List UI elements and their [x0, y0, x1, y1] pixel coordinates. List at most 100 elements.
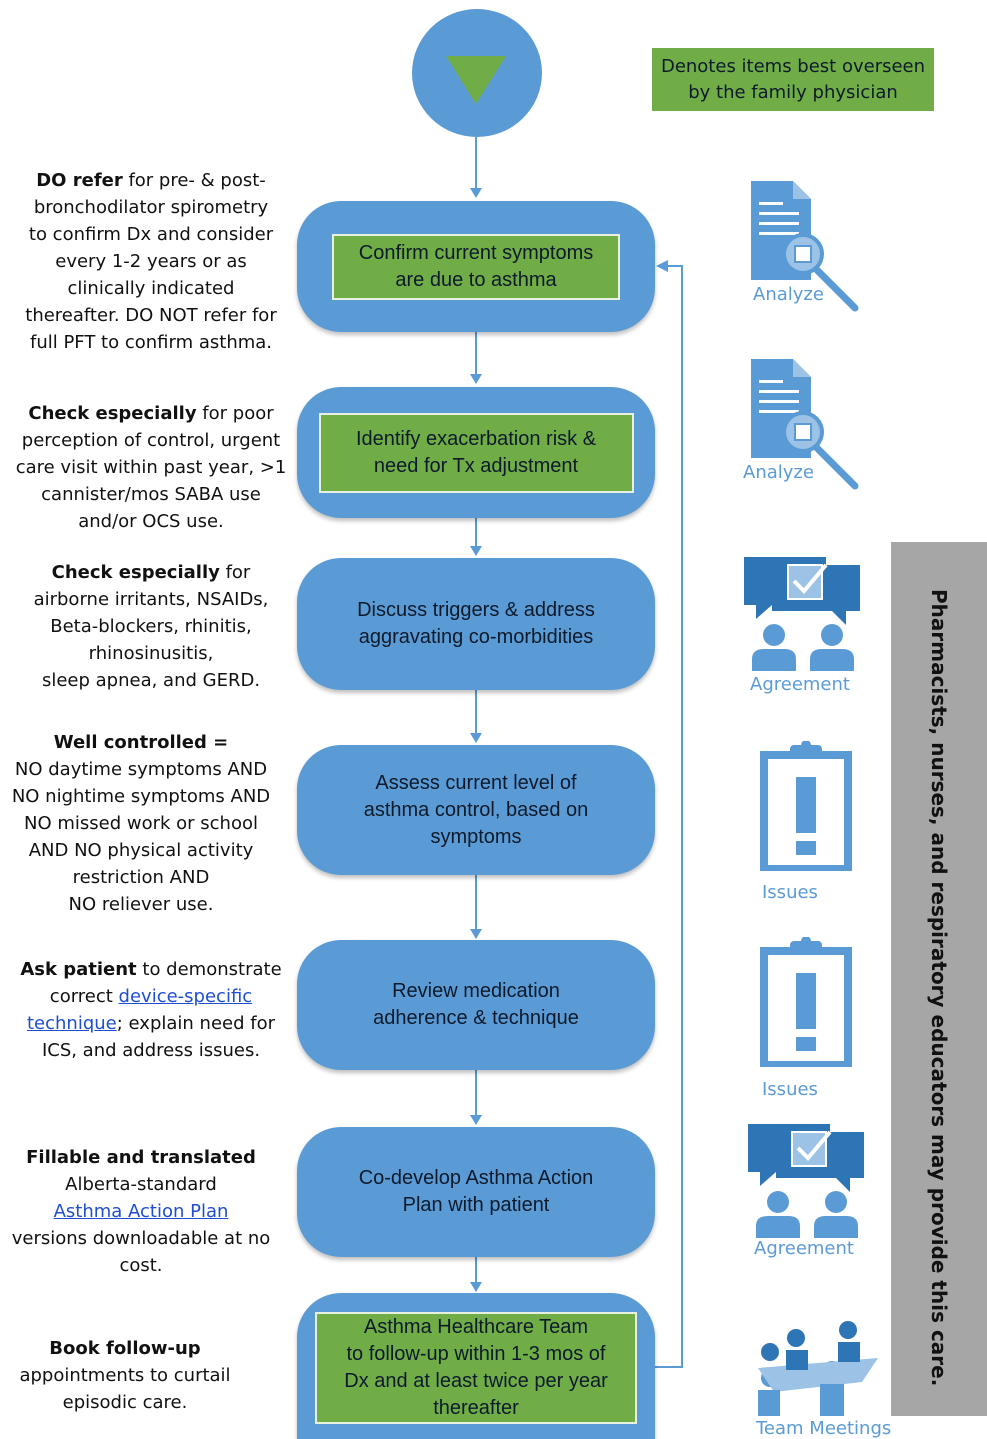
legend-text-line2: by the family physician — [688, 81, 898, 103]
side-banner: Pharmacists, nurses, and respiratory edu… — [891, 542, 987, 1416]
note-line: for poor — [196, 403, 274, 424]
step-label: Confirm current symptoms — [358, 241, 594, 264]
note-line: and/or OCS use. — [78, 511, 224, 532]
step-follow-up: Asthma Healthcare Team to follow-up with… — [297, 1293, 655, 1439]
note-line: NO nightime symptoms AND — [11, 786, 271, 807]
step-label: symptoms — [430, 825, 522, 848]
icon-label: Analyze — [743, 462, 814, 483]
note-line: versions downloadable at no — [11, 1228, 271, 1249]
icon-label: Team Meetings — [756, 1418, 892, 1439]
device-technique-link[interactable]: technique — [26, 1013, 117, 1034]
note-line: NO reliever use. — [68, 894, 214, 915]
note-bold: Book follow-up — [49, 1338, 201, 1359]
legend-text-line1: Denotes items best overseen — [660, 55, 926, 77]
step-label: Review medication — [392, 980, 560, 1002]
note-line: restriction AND — [72, 867, 210, 888]
step-label: are due to asthma — [395, 268, 557, 291]
start-circle — [412, 9, 542, 137]
arrow-down-icon — [470, 546, 482, 556]
analyze-icon — [751, 181, 859, 312]
note-action-plan: Fillable and translated Alberta-standard… — [0, 1144, 282, 1279]
note-line: rhinosinusitis, — [88, 643, 214, 664]
step-confirm-symptoms: Confirm current symptoms are due to asth… — [297, 201, 655, 332]
note-line: Beta-blockers, rhinitis, — [50, 616, 252, 637]
arrow-down-icon — [470, 733, 482, 743]
note-line: episodic care. — [62, 1392, 188, 1413]
note-line: bronchodilator spirometry — [33, 197, 269, 218]
step-label: Dx and at least twice per year — [344, 1370, 608, 1392]
note-bold: Fillable and translated — [26, 1147, 256, 1168]
note-line: Alberta-standard — [65, 1174, 217, 1195]
step-label: Identify exacerbation risk & — [355, 427, 597, 450]
physician-step-box: Confirm current symptoms are due to asth… — [332, 233, 620, 300]
down-triangle-icon — [446, 56, 506, 104]
note-triggers: Check especially for airborne irritants,… — [10, 559, 292, 694]
asthma-action-plan-link[interactable]: Asthma Action Plan — [53, 1201, 229, 1222]
team-meetings-icon — [758, 1321, 878, 1416]
note-line: every 1-2 years or as — [55, 251, 247, 272]
note-bold: Well controlled = — [53, 732, 229, 753]
note-bold: DO refer — [36, 170, 123, 191]
connector — [475, 875, 477, 929]
note-line: ; explain need for — [116, 1013, 275, 1034]
icon-label: Agreement — [754, 1238, 854, 1259]
physician-step-box: Asthma Healthcare Team to follow-up with… — [315, 1312, 637, 1424]
connector — [475, 518, 477, 548]
arrow-down-icon — [470, 1115, 482, 1125]
step-review-medication: Review medication adherence & technique — [297, 940, 655, 1070]
note-line: to demonstrate — [136, 959, 282, 980]
physician-legend: Denotes items best overseen by the famil… — [652, 48, 934, 111]
agreement-icon — [744, 557, 860, 671]
step-label: Asthma Healthcare Team — [363, 1316, 589, 1338]
arrow-down-icon — [470, 1282, 482, 1292]
note-technique: Ask patient to demonstrate correct devic… — [10, 956, 292, 1064]
note-bold: Check especially — [51, 562, 220, 583]
step-label: adherence & technique — [373, 1007, 579, 1029]
note-line: cost. — [119, 1255, 163, 1276]
step-label: aggravating co-morbidities — [358, 626, 594, 648]
icon-label: Issues — [762, 1079, 818, 1100]
step-label: Co-develop Asthma Action — [358, 1167, 594, 1189]
note-line: correct — [49, 986, 119, 1007]
icon-label: Analyze — [753, 284, 824, 305]
note-line: AND NO physical activity — [28, 840, 254, 861]
note-bold: Check especially — [28, 403, 197, 424]
step-discuss-triggers: Discuss triggers & address aggravating c… — [297, 558, 655, 690]
device-technique-link[interactable]: device-specific — [118, 986, 253, 1007]
physician-step-box: Identify exacerbation risk & need for Tx… — [318, 412, 634, 493]
step-label: Assess current level of — [375, 771, 577, 794]
note-follow-up: Book follow-up appointments to curtail e… — [0, 1335, 250, 1416]
note-line: full PFT to confirm asthma. — [29, 332, 273, 353]
issues-icon — [760, 741, 852, 871]
note-line: NO missed work or school — [24, 813, 258, 834]
connector — [475, 332, 477, 374]
note-bold: Ask patient — [20, 959, 137, 980]
note-line: NO daytime symptoms AND — [14, 759, 268, 780]
note-line: for — [219, 562, 251, 583]
arrow-down-icon — [470, 929, 482, 939]
arrow-down-icon — [470, 188, 482, 198]
note-line: sleep apnea, and GERD. — [41, 670, 261, 691]
note-line: clinically indicated — [67, 278, 235, 299]
note-line: appointments to curtail — [19, 1365, 231, 1386]
agreement-icon — [748, 1124, 864, 1238]
note-line: cannister/mos SABA use — [41, 484, 261, 505]
note-line: for pre- & post- — [122, 170, 266, 191]
note-line: airborne irritants, NSAIDs, — [33, 589, 269, 610]
note-line: perception of control, urgent — [21, 430, 281, 451]
connector — [475, 137, 477, 189]
step-label: to follow-up within 1-3 mos of — [346, 1343, 606, 1365]
step-label: Plan with patient — [402, 1194, 550, 1216]
note-line: ICS, and address issues. — [41, 1040, 261, 1061]
icon-label: Issues — [762, 882, 818, 903]
note-spirometry: DO refer for pre- & post- bronchodilator… — [10, 167, 292, 356]
note-line: thereafter. DO NOT refer for — [25, 305, 277, 326]
step-label: thereafter — [433, 1397, 519, 1419]
step-assess-control: Assess current level of asthma control, … — [297, 745, 655, 875]
connector — [475, 1257, 477, 1283]
connector — [475, 690, 477, 734]
step-action-plan: Co-develop Asthma Action Plan with patie… — [297, 1127, 655, 1257]
step-identify-risk: Identify exacerbation risk & need for Tx… — [297, 387, 655, 518]
arrow-down-icon — [470, 374, 482, 384]
